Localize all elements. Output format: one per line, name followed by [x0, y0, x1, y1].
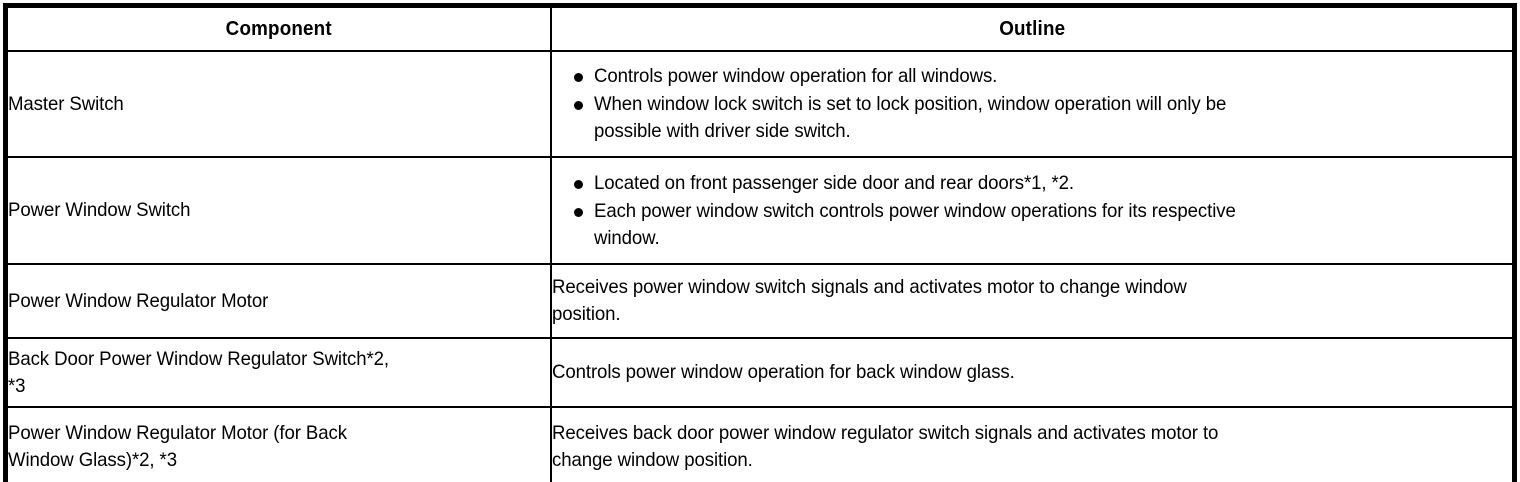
column-header-component: Component: [4, 4, 552, 52]
table-row: Power Window Switch Located on front pas…: [4, 156, 1516, 265]
outline-bullet-text: Controls power window operation for all …: [593, 65, 997, 87]
cell-outline: Located on front passenger side door and…: [549, 156, 1516, 265]
bullet-dot-icon: [573, 179, 583, 189]
list-item: Each power window switch controls power …: [552, 198, 1513, 252]
outline-bullet-text: When window lock switch is set to lock p…: [593, 93, 1226, 142]
cell-component: Master Switch: [4, 50, 552, 158]
table-header-row: Component Outline: [4, 4, 1516, 52]
table-row: Power Window Regulator Motor (for Back W…: [4, 406, 1516, 482]
table-body: Master Switch Controls power window oper…: [4, 50, 1516, 482]
column-header-outline: Outline: [549, 4, 1516, 52]
table-header: Component Outline: [4, 4, 1516, 52]
cell-outline: Controls power window operation for all …: [549, 50, 1516, 158]
column-header-outline-label: Outline: [998, 18, 1065, 40]
bullet-dot-icon: [573, 101, 583, 110]
cell-component: Power Window Switch: [4, 156, 552, 265]
cell-component: Power Window Regulator Motor (for Back W…: [4, 406, 552, 482]
cell-component: Back Door Power Window Regulator Switch*…: [4, 337, 552, 408]
cell-outline: Controls power window operation for back…: [549, 337, 1516, 408]
component-name: Power Window Switch: [8, 199, 191, 221]
component-outline-table: Component Outline Master Switch Controls: [3, 3, 1517, 482]
outline-bullet-text: Each power window switch controls power …: [593, 199, 1236, 249]
outline-text: Receives back door power window regulato…: [551, 421, 1218, 471]
outline-text: Controls power window operation for back…: [551, 361, 1015, 383]
table-row: Power Window Regulator Motor Receives po…: [4, 263, 1516, 339]
outline-text: Receives power window switch signals and…: [551, 276, 1187, 325]
list-item: Located on front passenger side door and…: [552, 170, 1513, 197]
bullet-dot-icon: [573, 73, 583, 82]
table-row: Master Switch Controls power window oper…: [4, 50, 1516, 158]
cell-outline: Receives back door power window regulato…: [549, 406, 1516, 482]
table-row: Back Door Power Window Regulator Switch*…: [4, 337, 1516, 408]
outline-bullet-list: Located on front passenger side door and…: [552, 170, 1513, 252]
cell-component: Power Window Regulator Motor: [4, 263, 552, 339]
list-item: Controls power window operation for all …: [552, 63, 1513, 90]
list-item: When window lock switch is set to lock p…: [552, 91, 1513, 145]
bullet-dot-icon: [573, 207, 583, 217]
cell-outline: Receives power window switch signals and…: [549, 263, 1516, 339]
component-name: Back Door Power Window Regulator Switch*…: [8, 347, 390, 397]
component-name: Power Window Regulator Motor: [8, 289, 269, 312]
component-name: Power Window Regulator Motor (for Back W…: [8, 421, 347, 471]
outline-bullet-text: Located on front passenger side door and…: [593, 171, 1074, 194]
outline-bullet-list: Controls power window operation for all …: [552, 63, 1513, 145]
column-header-component-label: Component: [225, 18, 332, 40]
component-name: Master Switch: [8, 92, 124, 115]
